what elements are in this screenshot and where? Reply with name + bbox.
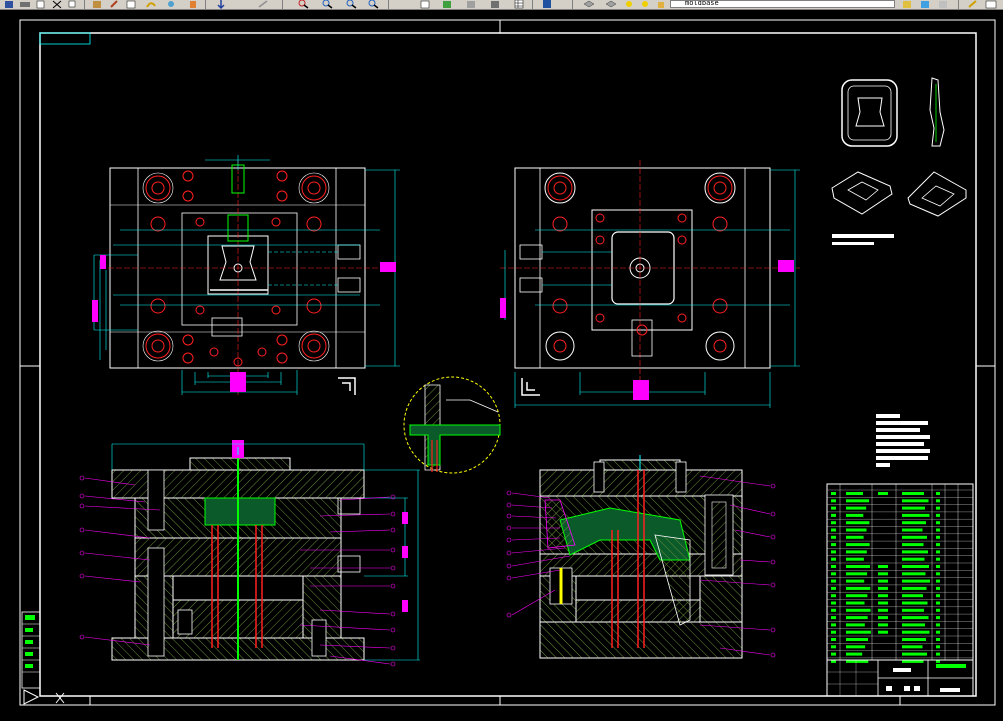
plan-view-moving-half xyxy=(500,160,800,408)
toolbar-separator xyxy=(282,0,283,9)
help-icon[interactable] xyxy=(540,0,554,9)
layer-manager-icon[interactable] xyxy=(582,0,596,9)
toolbar-separator xyxy=(532,0,533,9)
layer-select[interactable]: moldbase xyxy=(670,0,895,8)
tool-palette-icon-2[interactable] xyxy=(488,0,502,9)
layer-freeze-icon[interactable] xyxy=(638,0,652,9)
design-center-icon[interactable] xyxy=(186,0,200,9)
layer-lock-icon[interactable] xyxy=(654,0,668,9)
binding-stamp-table xyxy=(21,611,41,689)
redo-icon[interactable] xyxy=(144,0,158,9)
properties-icon[interactable] xyxy=(164,0,178,9)
zoom-extents-icon[interactable] xyxy=(366,0,380,9)
layer-walk-icon[interactable] xyxy=(936,0,950,9)
part-views xyxy=(831,77,967,245)
sheet-set-icon[interactable] xyxy=(440,0,454,9)
toolbar-separator xyxy=(205,0,206,9)
technical-notes xyxy=(876,414,930,467)
save-icon[interactable] xyxy=(2,0,16,9)
copy-icon[interactable] xyxy=(66,0,80,9)
drawing-canvas[interactable] xyxy=(0,10,1003,721)
undo-icon[interactable] xyxy=(124,0,138,9)
section-view-b xyxy=(506,455,776,659)
paste-icon[interactable] xyxy=(90,0,104,9)
ucs-icon xyxy=(23,689,65,705)
match-icon[interactable] xyxy=(108,0,122,9)
drawing-frame xyxy=(19,19,996,706)
toolbar-separator xyxy=(958,0,959,9)
section-view-a xyxy=(79,440,420,667)
pan-icon[interactable] xyxy=(214,0,228,9)
parts-list-table xyxy=(826,483,974,697)
properties-icon-2[interactable] xyxy=(966,0,980,9)
properties-grid-icon[interactable] xyxy=(418,0,432,9)
toolbar-separator xyxy=(388,0,389,9)
byblock-icon[interactable] xyxy=(984,0,998,9)
plan-view-fixed-half xyxy=(92,155,400,395)
calculator-icon[interactable] xyxy=(512,0,526,9)
markup-icon[interactable] xyxy=(464,0,478,9)
toolbar-separator xyxy=(572,0,573,9)
layer-previous-icon[interactable] xyxy=(918,0,932,9)
toolbar: moldbase xyxy=(0,0,1003,10)
preview-icon[interactable] xyxy=(34,0,48,9)
layer-state-icon[interactable] xyxy=(604,0,618,9)
match-layer-icon[interactable] xyxy=(900,0,914,9)
tool-palette-icon[interactable] xyxy=(256,0,270,9)
zoom-previous-icon[interactable] xyxy=(344,0,358,9)
toolbar-separator xyxy=(84,0,85,9)
detail-view-circle xyxy=(403,376,501,474)
zoom-realtime-icon[interactable] xyxy=(296,0,310,9)
zoom-window-icon[interactable] xyxy=(320,0,334,9)
print-icon[interactable] xyxy=(18,0,32,9)
layer-on-icon[interactable] xyxy=(622,0,636,9)
cut-icon[interactable] xyxy=(50,0,64,9)
layer-name: moldbase xyxy=(685,0,719,7)
